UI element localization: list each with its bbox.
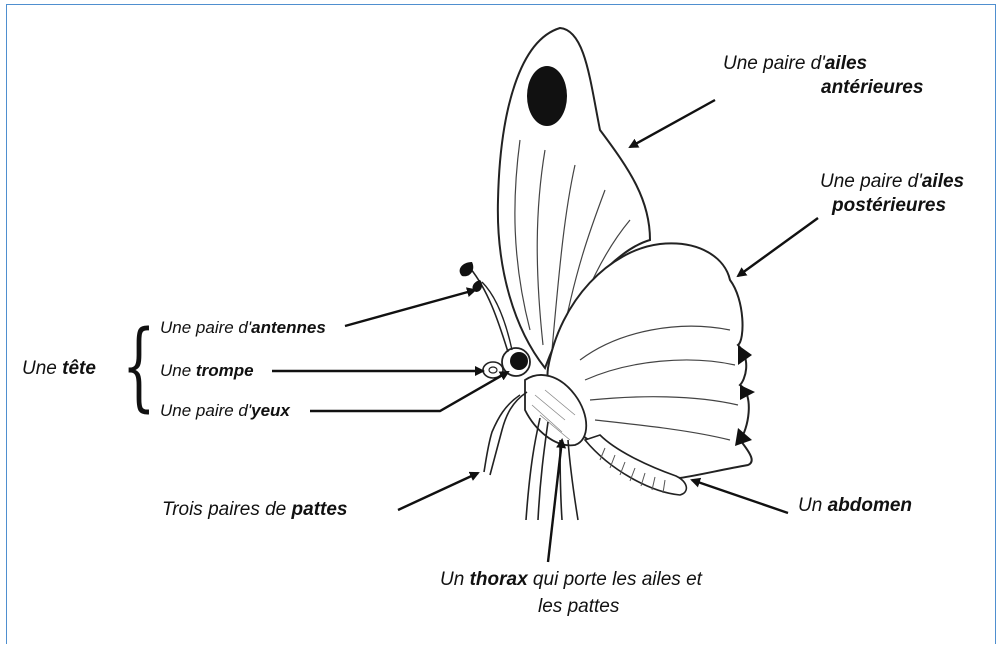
head-brace: { xyxy=(122,318,156,414)
label-thorax: Un thorax qui porte les ailes et les pat… xyxy=(440,566,702,620)
arrow-eyes xyxy=(310,372,508,411)
label-eyes: Une paire d'yeux xyxy=(160,399,290,423)
forewing-eyespot xyxy=(527,66,567,126)
arrow-abdomen xyxy=(692,480,788,513)
arrow-thorax xyxy=(548,440,562,562)
label-antennae: Une paire d'antennes xyxy=(160,316,326,340)
label-legs: Trois paires de pattes xyxy=(162,498,348,522)
label-abdomen: Un abdomen xyxy=(798,494,912,518)
label-head: Une tête xyxy=(22,357,96,381)
antenna xyxy=(470,268,508,352)
label-hindwings: Une paire d'ailes postérieures xyxy=(820,170,964,218)
label-proboscis: Une trompe xyxy=(160,359,254,383)
arrow-hindwings xyxy=(738,218,818,276)
label-forewings: Une paire d'ailes antérieures xyxy=(723,52,923,100)
arrow-antennae xyxy=(345,290,475,326)
arrow-forewings xyxy=(630,100,715,147)
arrow-legs xyxy=(398,473,478,510)
eye xyxy=(510,352,528,370)
